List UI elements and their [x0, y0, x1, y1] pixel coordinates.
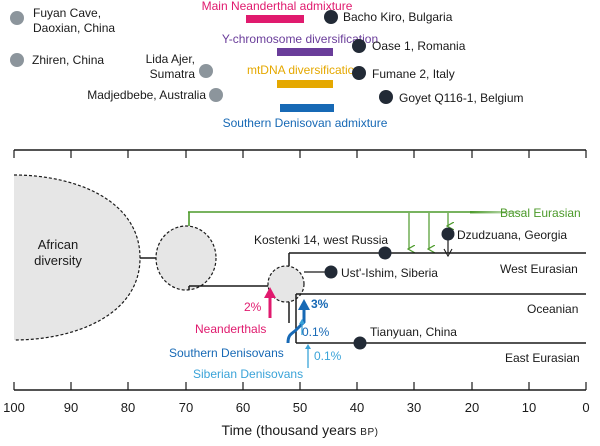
african-diversity-label-2: diversity — [34, 253, 82, 268]
tick-label: 70 — [178, 400, 194, 415]
goyet-dot — [379, 90, 393, 104]
basal-eurasian-label: Basal Eurasian — [500, 206, 581, 220]
lida-label-line1: Lida Ajer, — [145, 52, 195, 66]
siberian-denisovan-percent-1: 0.1% — [302, 325, 330, 339]
zhiren-dot — [10, 53, 24, 67]
tick-label: 20 — [464, 400, 480, 415]
neanderthal-arrow — [264, 287, 276, 298]
tick-label: 100 — [3, 400, 25, 415]
southern-denisovan-percent: 3% — [311, 297, 329, 311]
axis-title-unit: BP) — [360, 427, 379, 438]
axis-title-text: Time (thousand years — [221, 422, 357, 438]
tick-label: 10 — [521, 400, 537, 415]
kostenki-dot — [378, 246, 392, 260]
y-chromosome-bar — [277, 48, 333, 56]
southern-denisovan-bar — [280, 104, 334, 112]
tick-label: 50 — [292, 400, 308, 415]
kostenki-label: Kostenki 14, west Russia — [254, 233, 389, 247]
tick-label: 30 — [406, 400, 422, 415]
mtdna-bar — [277, 80, 333, 88]
madjedbebe-dot — [209, 88, 223, 102]
neanderthal-percent: 2% — [244, 300, 262, 314]
east-eurasian-label: East Eurasian — [505, 351, 580, 365]
tick-label: 0 — [582, 400, 590, 415]
axis-title: Time (thousand years BP) — [222, 423, 379, 440]
mtdna-label: mtDNA diversification — [246, 63, 362, 77]
ustishim-dot — [324, 265, 338, 279]
bottom-axis — [13, 382, 587, 391]
zhiren-label: Zhiren, China — [32, 53, 105, 67]
y-chromosome-label: Y-chromosome diversification — [221, 32, 379, 46]
neanderthal-label: Neanderthals — [195, 322, 267, 336]
tick-label: 40 — [349, 400, 365, 415]
dzudzuana-label: Dzudzuana, Georgia — [457, 228, 568, 242]
goyet-label: Goyet Q116-1, Belgium — [399, 91, 524, 105]
siberian-denisovan-label: Siberian Denisovans — [193, 367, 304, 381]
madjedbebe-label: Madjedbebe, Australia — [87, 88, 206, 102]
bacho-label: Bacho Kiro, Bulgaria — [343, 10, 453, 24]
ancestral-node-1 — [155, 225, 217, 291]
bacho-dot — [324, 10, 338, 24]
tick-label: 80 — [120, 400, 136, 415]
ustishim-label: Ust'-Ishim, Siberia — [341, 266, 438, 280]
african-diversity-label-1: African — [37, 237, 79, 252]
siberian-denisovan-percent-2: 0.1% — [314, 349, 342, 363]
west-eurasian-label: West Eurasian — [500, 262, 578, 276]
dzudzuana-dot — [441, 227, 455, 241]
oceanian-label: Oceanian — [527, 302, 579, 316]
ancestral-node-2 — [267, 265, 305, 303]
tick-label: 60 — [235, 400, 251, 415]
southern-denisovan-tree-label: Southern Denisovans — [169, 346, 284, 360]
southern-denisovan-label: Southern Denisovan admixture — [222, 116, 388, 130]
main-neanderthal-bar — [246, 15, 304, 23]
tianyuan-dot — [353, 336, 367, 350]
main-neanderthal-label: Main Neanderthal admixture — [201, 0, 353, 13]
fumane-label: Fumane 2, Italy — [372, 67, 455, 81]
oase-dot — [352, 39, 366, 53]
fuyan-dot — [10, 11, 24, 25]
lida-dot — [199, 64, 213, 78]
southern-denisovan-arrow — [286, 305, 306, 344]
tianyuan-label: Tianyuan, China — [370, 325, 457, 339]
lida-label-line2: Sumatra — [149, 67, 195, 81]
fuyan-label-line2: Daoxian, China — [33, 21, 116, 35]
fuyan-label-line1: Fuyan Cave, — [33, 6, 102, 20]
fumane-dot — [352, 66, 366, 80]
tick-label: 90 — [63, 400, 79, 415]
top-frame — [13, 149, 587, 158]
oase-label: Oase 1, Romania — [372, 39, 466, 53]
